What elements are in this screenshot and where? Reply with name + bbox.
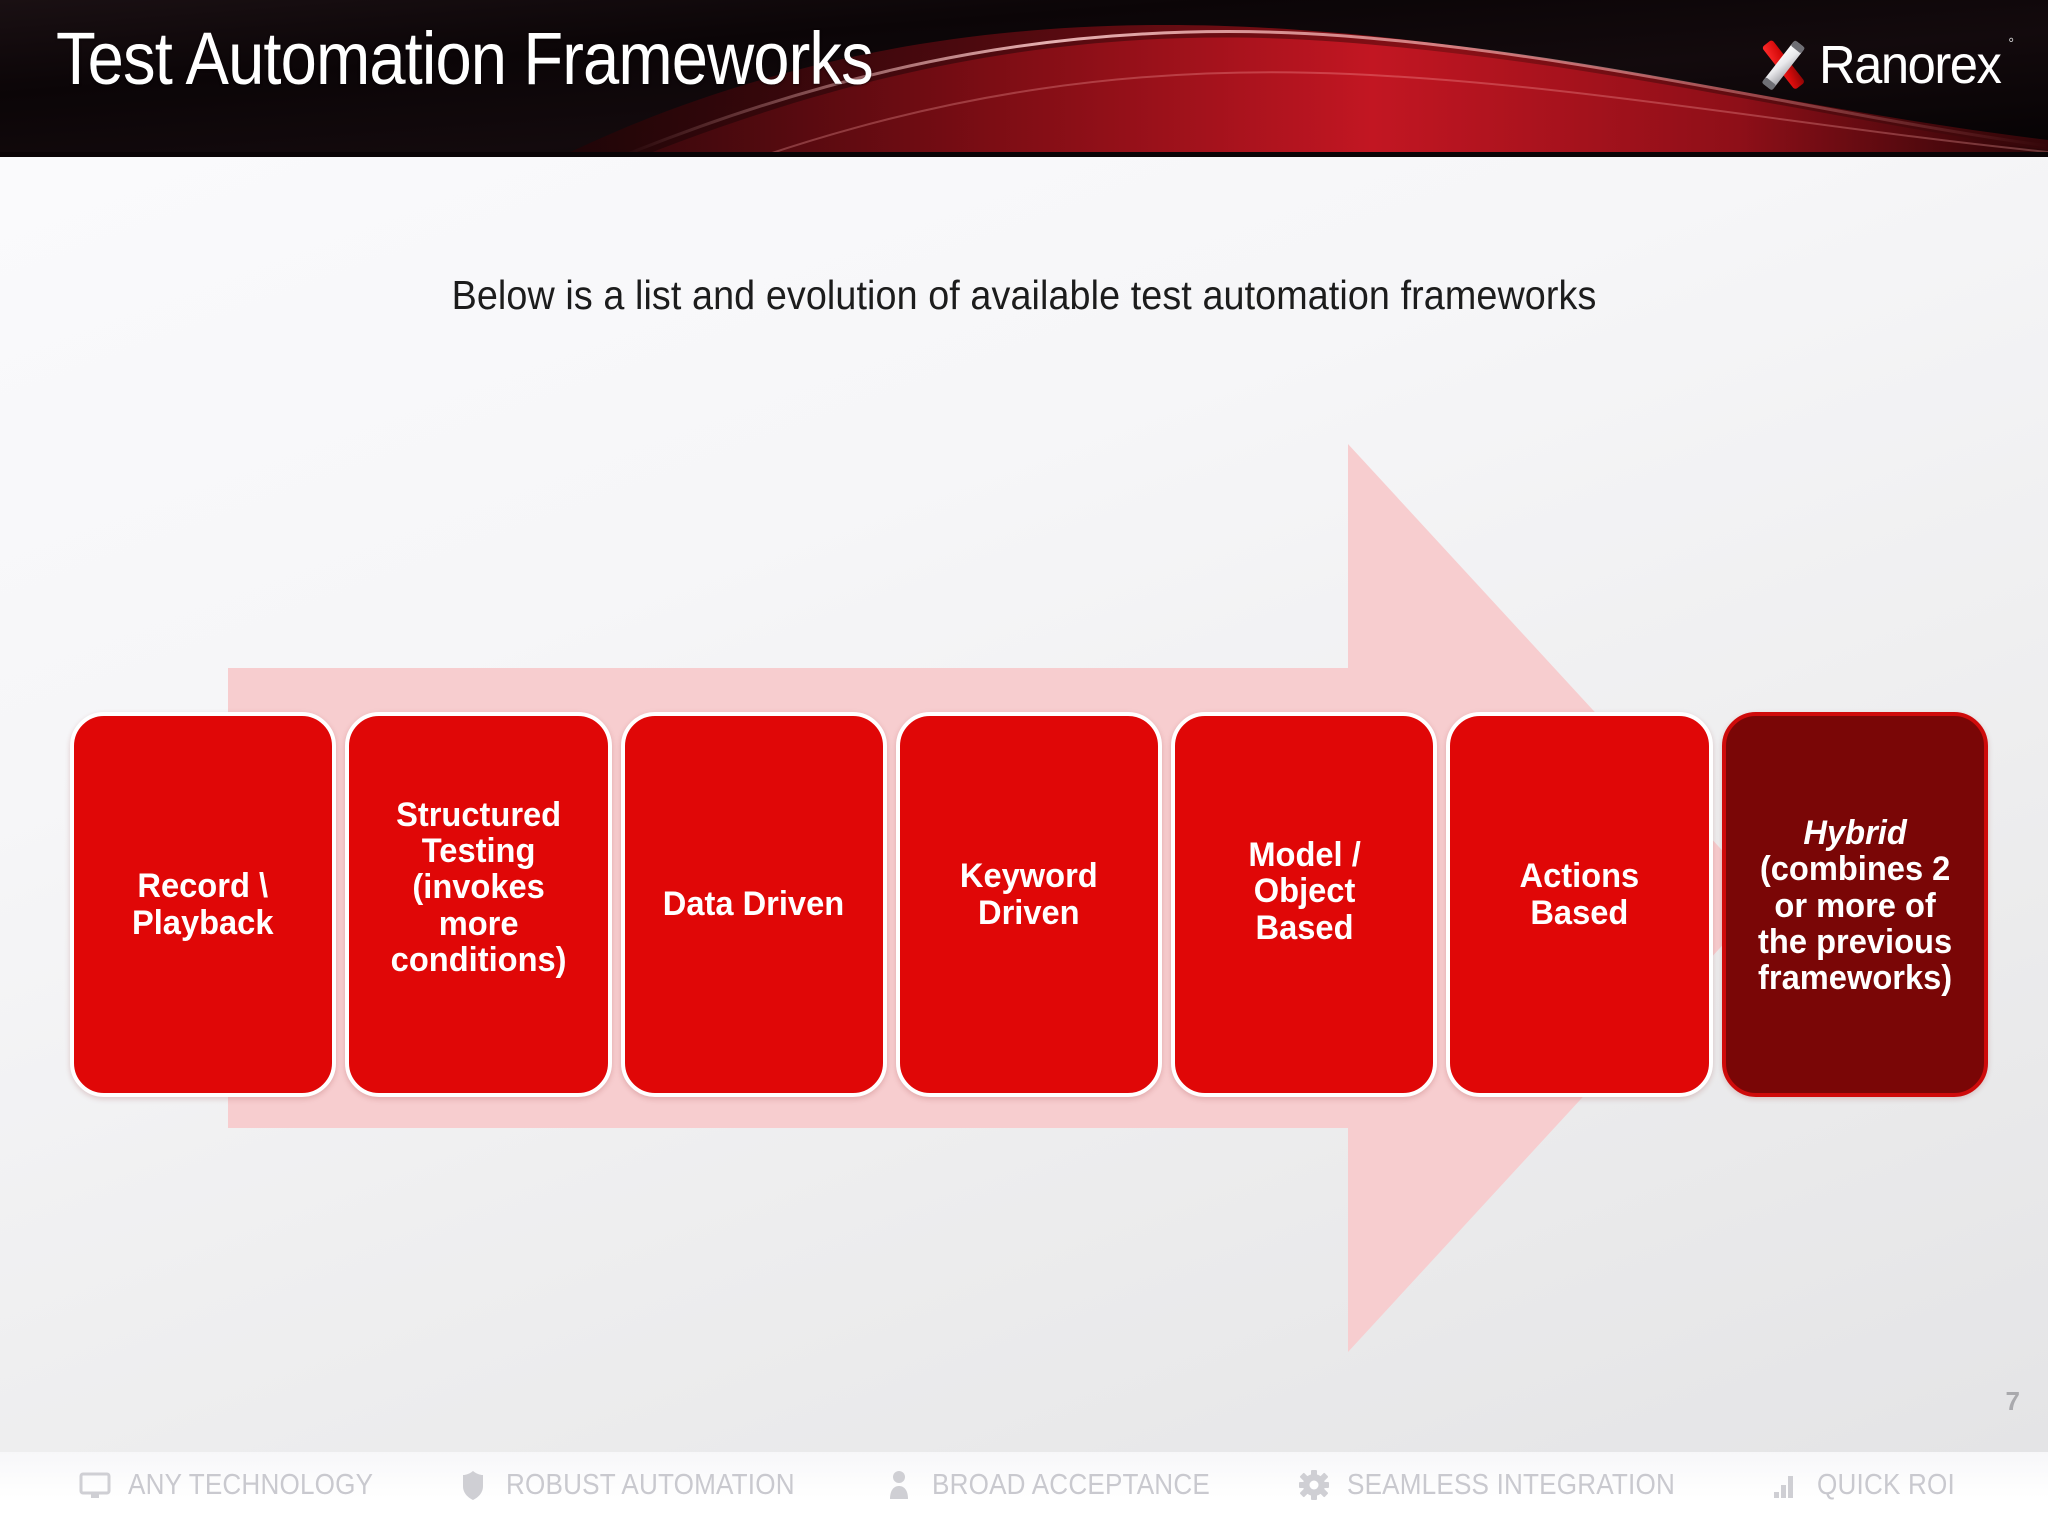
framework-box-label: Model / Object Based	[1248, 836, 1361, 947]
footer-item-broad-acceptance: BROAD ACCEPTANCE	[882, 1468, 1241, 1502]
shield-icon	[456, 1468, 490, 1502]
footer-label: BROAD ACCEPTANCE	[932, 1468, 1211, 1501]
page-title: Test Automation Frameworks	[56, 17, 874, 100]
footer-label: QUICK ROI	[1816, 1468, 1955, 1501]
footer-item-any-technology: ANY TECHNOLOGY	[78, 1468, 400, 1502]
bar-chart-icon	[1767, 1468, 1801, 1502]
framework-box-record-playback[interactable]: Record \ Playback	[70, 712, 337, 1097]
logo-wordmark-text: Ranorex	[1819, 35, 2002, 95]
framework-box-label: Record \ Playback	[132, 867, 274, 942]
framework-box-label: Structured Testing (invokes more conditi…	[390, 796, 567, 979]
logo-wordmark: Ranorex °	[1819, 35, 2014, 95]
framework-box-label-hybrid: Hybrid(combines 2 or more of the previou…	[1758, 779, 1952, 995]
framework-box-data-driven[interactable]: Data Driven	[620, 712, 887, 1097]
footer-item-quick-roi: QUICK ROI	[1767, 1468, 1970, 1502]
slide-header: Test Automation Frameworks	[0, 0, 2048, 157]
ranorex-x-icon	[1753, 36, 1813, 94]
footer-label: ROBUST AUTOMATION	[506, 1468, 795, 1501]
header-swoosh-graphic	[0, 0, 2048, 157]
framework-box-label: Keyword Driven	[960, 857, 1098, 932]
framework-box-model-object-based[interactable]: Model / Object Based	[1171, 712, 1438, 1097]
framework-box-label-detail: (combines 2 or more of the previous fram…	[1757, 850, 1952, 997]
logo-trademark: °	[2008, 35, 2015, 52]
person-icon	[882, 1468, 916, 1502]
framework-box-keyword-driven[interactable]: Keyword Driven	[895, 712, 1163, 1097]
framework-box-label-emphasis: Hybrid	[1803, 814, 1907, 853]
gear-icon	[1297, 1468, 1331, 1502]
framework-box-actions-based[interactable]: Actions Based	[1446, 712, 1713, 1097]
slide-number: 7	[2005, 1386, 2020, 1416]
ranorex-logo: Ranorex °	[1753, 33, 2014, 97]
footer-label: SEAMLESS INTEGRATION	[1346, 1468, 1675, 1501]
footer-label: ANY TECHNOLOGY	[128, 1468, 374, 1501]
footer-item-robust-automation: ROBUST AUTOMATION	[456, 1468, 827, 1502]
subtitle-text: Below is a list and evolution of availab…	[451, 272, 1597, 318]
slide-footer: ANY TECHNOLOGY ROBUST AUTOMATION BR	[0, 1452, 2048, 1536]
framework-box-label: Data Driven	[662, 885, 845, 924]
framework-box-label: Actions Based	[1519, 857, 1640, 932]
framework-box-row: Record \ Playback Structured Testing (in…	[70, 712, 1988, 1097]
monitor-icon	[78, 1468, 112, 1502]
framework-box-hybrid[interactable]: Hybrid(combines 2 or more of the previou…	[1721, 712, 1988, 1097]
footer-item-seamless-integration: SEAMLESS INTEGRATION	[1297, 1468, 1711, 1502]
framework-box-structured-testing[interactable]: Structured Testing (invokes more conditi…	[345, 712, 612, 1097]
